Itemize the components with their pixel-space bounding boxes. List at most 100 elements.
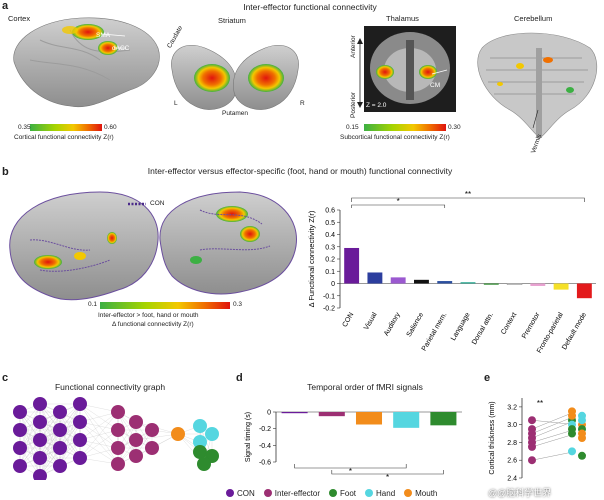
- panel-e-point: [578, 416, 586, 425]
- panel-b-y-tick-label: 0.6: [325, 208, 335, 215]
- panel-c-node: [111, 405, 125, 419]
- panel-e-sig: **: [537, 399, 543, 408]
- panel-c-node: [111, 441, 125, 455]
- panel-c-edge: [79, 403, 119, 465]
- panel-c-node: [33, 433, 47, 447]
- panel-c-node: [73, 415, 87, 429]
- panel-b-category-label: Salience: [406, 311, 426, 338]
- panel-e-y-label: Cortical thickness (mm): [489, 401, 496, 474]
- panel-b-colorbar: [100, 302, 230, 309]
- panel-e-y-tick-label: 2.4: [507, 476, 517, 483]
- panel-c-edge: [39, 411, 61, 459]
- panel-b-title: Inter-effector versus effector-specific …: [147, 166, 453, 176]
- legend-item-inter-effector: Inter-effector: [263, 488, 320, 498]
- panel-b-y-tick-label: -0.1: [323, 293, 335, 300]
- panel-b-bar-caption1: Inter-effector > foot, hand or mouth: [98, 312, 199, 319]
- con-legend-label: CON: [150, 200, 165, 207]
- panel-b-bar: [437, 281, 453, 284]
- panel-c-node: [13, 405, 27, 419]
- legend-inter-effector-label: Inter-effector: [274, 488, 320, 498]
- panel-b-category-label: Language: [450, 311, 472, 342]
- panel-b-sig-long: **: [465, 190, 471, 199]
- cortex-label: Cortex: [8, 14, 31, 23]
- panel-c-node: [145, 441, 159, 455]
- panel-d-bar: [318, 412, 345, 417]
- panel-c-node: [193, 445, 207, 459]
- sma-label: SMA: [96, 32, 111, 39]
- panel-c-edge: [39, 429, 61, 477]
- panel-b-category-label: Default mode: [561, 311, 588, 351]
- striatum-image: [171, 44, 299, 110]
- panel-b-brains: [9, 191, 297, 309]
- panel-c-node: [33, 469, 47, 480]
- legend-con-swatch: [226, 489, 234, 497]
- panel-d-title: Temporal order of fMRI signals: [307, 382, 423, 392]
- panel-a-title: Inter-effector functional connectivity: [243, 2, 377, 12]
- cm-label: CM: [430, 82, 441, 89]
- panel-e-scatter: 2.4 2.6 2.8 3.0 3.2 Cortical thickness (mm) **: [489, 398, 586, 483]
- panel-c-node: [129, 449, 143, 463]
- panel-e-y-tick-label: 3.0: [507, 422, 517, 429]
- anterior-label: Anterior: [350, 35, 357, 58]
- panel-b-bracket-short: [351, 204, 446, 208]
- panel-c-edge: [79, 411, 119, 459]
- subcortical-bar-caption: Subcortical functional connectivity Z(r): [340, 134, 450, 141]
- panel-c-node: [145, 423, 159, 437]
- panel-b-bar: [530, 283, 546, 286]
- panel-b-category-label: Context: [500, 311, 518, 335]
- panel-b-category-label: Auditory: [383, 311, 402, 337]
- panel-e-point: [578, 429, 586, 438]
- panel-c-edge: [117, 411, 137, 457]
- panel-c-node: [73, 451, 87, 465]
- panel-e-point: [528, 456, 536, 465]
- panel-c-node: [111, 457, 125, 471]
- cortex-brain-image: [13, 17, 160, 108]
- panel-c-node: [73, 397, 87, 411]
- panel-b-y-label: Δ Functional connectivity Z(r): [307, 210, 316, 307]
- panel-d-bar: [430, 412, 457, 426]
- panel-c-edge: [19, 403, 41, 467]
- panel-d-bracket-1: [294, 464, 407, 469]
- panel-c-edge: [135, 433, 179, 441]
- panel-b-category-label: CON: [342, 312, 356, 329]
- panel-d-y-tick-label: 0: [267, 410, 271, 417]
- posterior-label: Posterior: [350, 91, 357, 118]
- panel-c-edge: [117, 429, 153, 465]
- panel-b-y-tick-label: -0.2: [323, 306, 335, 313]
- panel-c-title: Functional connectivity graph: [54, 382, 166, 392]
- panel-c-edge: [59, 403, 81, 449]
- putamen-label: Putamen: [222, 110, 249, 117]
- dacc-label: dACC: [112, 45, 130, 52]
- panel-d-y-tick-label: -0.4: [259, 443, 271, 450]
- panel-e-y-tick-label: 3.2: [507, 404, 517, 411]
- panel-c-node: [13, 459, 27, 473]
- panel-e-point: [568, 447, 576, 456]
- legend-foot-swatch: [329, 489, 337, 497]
- subcortical-bar-min: 0.15: [346, 124, 359, 131]
- legend-foot-label: Foot: [340, 488, 357, 498]
- panel-e-y-tick-label: 2.8: [507, 440, 517, 447]
- panel-d-y-label: Signal timing (s): [245, 412, 252, 462]
- panel-c-node: [53, 459, 67, 473]
- cortical-colorbar: [30, 124, 102, 131]
- legend-item-mouth: Mouth: [404, 489, 437, 498]
- panel-b-bar: [367, 272, 383, 284]
- bottom-legend: CON Inter-effector Foot Hand Mouth: [226, 486, 437, 500]
- panel-e-point: [528, 429, 536, 438]
- cerebellum-image: [477, 32, 598, 139]
- panel-e-point: [578, 451, 586, 460]
- panel-c-node: [53, 405, 67, 419]
- panel-a-graphics: [13, 17, 598, 139]
- panel-d-bar: [281, 412, 308, 414]
- panel-d-bar: [355, 412, 383, 425]
- panel-c-node: [13, 441, 27, 455]
- panel-d-bar: [393, 412, 420, 428]
- panel-e-y-tick-label: 2.6: [507, 458, 517, 465]
- panel-b-bar-caption2: Δ functional connectivity Z(r): [112, 321, 194, 328]
- legend-hand-label: Hand: [376, 488, 396, 498]
- panel-c-edge: [79, 429, 119, 459]
- panel-c-edge: [59, 403, 81, 467]
- panel-c-edge: [79, 421, 119, 465]
- panel-b-y-tick-label: 0.2: [325, 257, 335, 264]
- thalamus-z-label: Z = 2.0: [366, 102, 387, 109]
